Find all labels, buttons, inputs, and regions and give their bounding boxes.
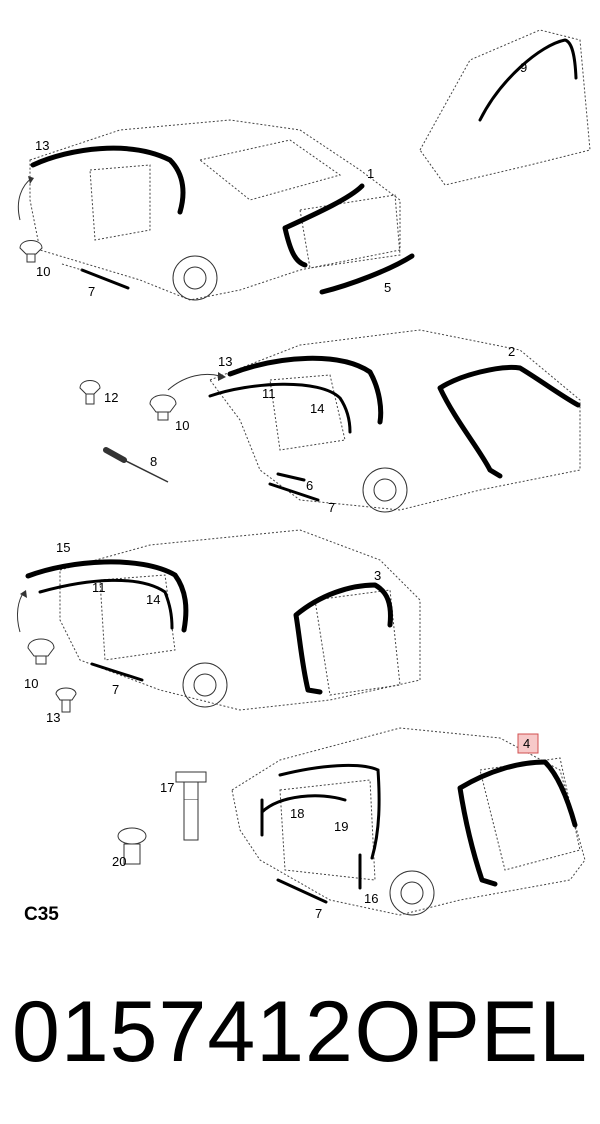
- callout-7: 7: [112, 682, 119, 697]
- wheel-hub-estate-1: [193, 673, 217, 697]
- callout-16: 16: [364, 891, 378, 906]
- seal-1-tailgate: [282, 183, 365, 268]
- callout-11: 11: [92, 580, 106, 595]
- seal-11-estate: [38, 578, 174, 630]
- part-number: 0157412: [12, 984, 354, 1080]
- wheel-estate-1: [182, 662, 228, 708]
- callout-10: 10: [36, 264, 50, 279]
- seal-7-sill-4: [276, 878, 328, 904]
- clip-17-icon: [175, 771, 207, 841]
- callout-7: 7: [315, 906, 322, 921]
- clip-10-icon-2: [149, 394, 177, 421]
- wheel-hub-hatchback-1: [183, 266, 207, 290]
- door-estate-1: [99, 574, 176, 661]
- sill-guide-1: [61, 263, 83, 271]
- car-body-estate-1: [59, 529, 421, 711]
- callout-2: 2: [508, 344, 515, 359]
- tailgate-estate-1: [314, 589, 401, 696]
- callout-5: 5: [384, 280, 391, 295]
- callout-17: 17: [160, 780, 174, 795]
- clip-20-icon: [117, 827, 147, 865]
- seal-7-sill-2: [268, 482, 320, 502]
- clip-10-icon: [19, 240, 43, 263]
- seal-7-sill-3: [90, 662, 144, 682]
- tailgate-mpv: [479, 757, 581, 871]
- seal-4-tailgate: [457, 759, 578, 887]
- seal-11-hatchback-2: [208, 382, 352, 434]
- rivet-8-icon: [103, 447, 169, 483]
- callout-3: 3: [374, 568, 381, 583]
- callout-1: 1: [367, 166, 374, 181]
- seal-15: [25, 559, 189, 633]
- wheel-hub-mpv: [400, 881, 424, 905]
- callout-18: 18: [290, 806, 304, 821]
- panel-hatchback-top: 13 1 9 10 7 5: [17, 29, 591, 301]
- callout-19: 19: [334, 819, 348, 834]
- seal-6: [276, 472, 306, 482]
- callout-9: 9: [520, 60, 527, 75]
- door-frame-9: [419, 29, 591, 186]
- wheel-hatchback-1: [172, 255, 218, 301]
- car-body-hatchback-1: [29, 119, 401, 301]
- callout-8: 8: [150, 454, 157, 469]
- seal-13-hatchback-2: [227, 355, 384, 425]
- callout-15: 15: [56, 540, 70, 555]
- seal-7-sill-1: [80, 268, 130, 290]
- clip-12-icon: [79, 380, 101, 405]
- seal-2-tailgate: [437, 364, 581, 479]
- callout-12: 12: [104, 390, 118, 405]
- callout-10: 10: [175, 418, 189, 433]
- seal-13-hatchback: [30, 145, 186, 215]
- panel-mpv: 4 17 18 19 20 16 7: [112, 727, 586, 921]
- door-mpv: [279, 779, 376, 881]
- footer: 0157412 OPEL: [0, 982, 600, 1082]
- arrow-13-hatchback-2: [167, 373, 221, 391]
- arrow-15-estate: [16, 591, 25, 633]
- callout-11: 11: [262, 386, 276, 401]
- seal-3-tailgate: [293, 582, 393, 695]
- door-hatchback-1: [89, 164, 151, 241]
- wheel-mpv: [389, 870, 435, 916]
- car-body-hatchback-2: [209, 329, 581, 511]
- tailgate-hatchback-1: [299, 194, 401, 269]
- callout-14: 14: [146, 592, 160, 607]
- seal-18: [260, 763, 381, 860]
- door-hatchback-2: [269, 374, 346, 451]
- seal-9: [478, 38, 578, 122]
- brand-name: OPEL: [354, 984, 588, 1080]
- callout-20: 20: [112, 854, 126, 869]
- callout-7: 7: [328, 500, 335, 515]
- wheel-hub-hatchback-2: [373, 478, 397, 502]
- callout-4-highlight: [517, 733, 539, 754]
- callout-6: 6: [306, 478, 313, 493]
- rear-window-hatchback-1: [198, 139, 342, 201]
- callout-13: 13: [35, 138, 49, 153]
- panel-hatchback-second: 13 2 12 11 14 10 8 6 7: [79, 329, 581, 515]
- seal-5-bumper: [319, 253, 415, 295]
- callout-4: 4: [523, 736, 530, 751]
- arrowhead-15-estate: [20, 590, 27, 598]
- arrowhead-13-hatchback: [28, 176, 34, 184]
- callout-13: 13: [46, 710, 60, 725]
- sheet-code: C35: [24, 904, 59, 925]
- clip-10-icon-3: [27, 638, 55, 665]
- panel-estate: 15 3 11 14 10 7 13: [16, 529, 421, 725]
- arrowhead-13-hatchback-2: [218, 372, 226, 381]
- car-body-mpv: [231, 727, 586, 916]
- wheel-hatchback-2: [362, 467, 408, 513]
- callout-10: 10: [24, 676, 38, 691]
- callout-13: 13: [218, 354, 232, 369]
- callout-7: 7: [88, 284, 95, 299]
- callout-14: 14: [310, 401, 324, 416]
- clip-13-icon: [55, 687, 77, 713]
